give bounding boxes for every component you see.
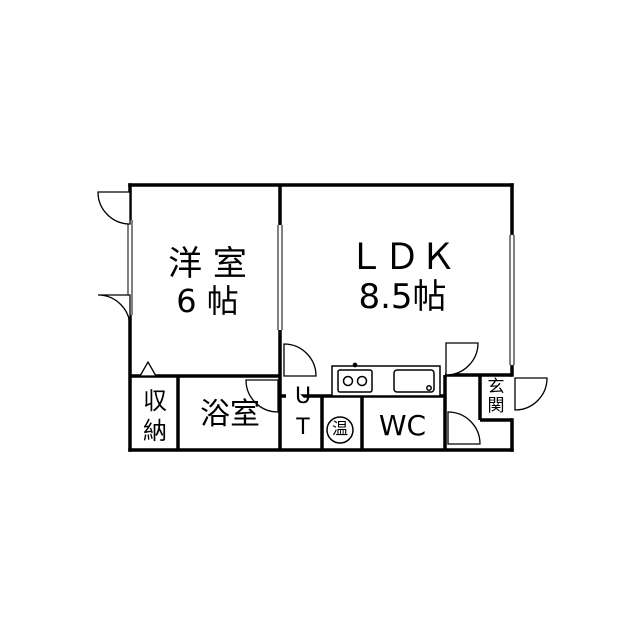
door-swings xyxy=(97,191,548,445)
windows xyxy=(127,220,515,365)
room-storage-line1: 収 xyxy=(143,387,167,415)
room-storage-line2: 納 xyxy=(143,417,167,445)
kitchen-counter xyxy=(331,362,441,397)
room-western-size: 6 帖 xyxy=(176,282,239,320)
room-entrance-line1: 玄 xyxy=(487,377,505,397)
room-ldk-name: ＬＤＫ xyxy=(347,237,456,278)
room-toilet-name: WC xyxy=(378,409,427,442)
room-ldk-size: 8.5帖 xyxy=(358,277,447,317)
room-entrance-line2: 関 xyxy=(487,396,505,416)
room-utility-line2: T xyxy=(296,415,310,440)
water-heater-icon xyxy=(326,416,354,444)
room-utility-line1: U xyxy=(294,384,312,409)
room-bath-name: 浴室 xyxy=(200,397,260,432)
water-heater-label: 温 xyxy=(331,419,348,438)
room-western-name: 洋 室 xyxy=(168,244,247,284)
